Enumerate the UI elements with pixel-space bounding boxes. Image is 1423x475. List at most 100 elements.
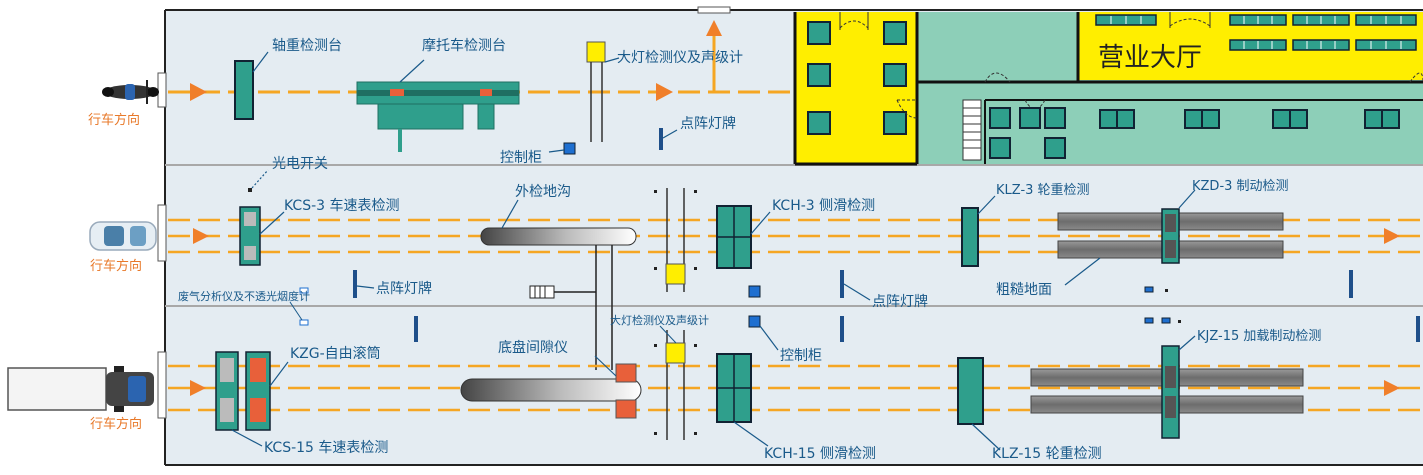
sensor-box [1144, 286, 1154, 293]
rough-ground-label: 粗糙地面 [996, 282, 1052, 298]
leader-line [399, 59, 425, 83]
sensor-box [1144, 317, 1154, 324]
kcs3-speedometer-tester [239, 206, 261, 266]
leader-line [356, 285, 375, 289]
direction-arrow [193, 228, 209, 244]
direction-arrow [1384, 228, 1400, 244]
kzd3-brake-tester [1161, 208, 1180, 264]
leader-line [548, 149, 565, 153]
inspection-pit [460, 378, 642, 402]
kch3-label: KCH-3 侧滑检测 [772, 197, 875, 214]
dot-matrix-sign [1416, 316, 1420, 342]
direction-arrow [1384, 380, 1400, 396]
sensor-box [1161, 317, 1171, 324]
exhaust-analyzer-box [299, 319, 309, 326]
leader-line [759, 325, 779, 351]
leader-line [1178, 189, 1196, 209]
door-lane-2 [157, 204, 167, 262]
dot-matrix-sign [659, 128, 663, 150]
external-inspection-pit [480, 227, 637, 246]
direction-label: 行车方向 [90, 416, 142, 432]
motorcycle-tester-label: 摩托车检测台 [422, 37, 506, 54]
kjz15-loaded-brake-tester [1161, 345, 1180, 439]
klz15-wheel-weight-tester [957, 357, 984, 425]
top-door [697, 6, 731, 14]
dot-matrix-sign [414, 316, 418, 342]
leader-line [259, 211, 285, 235]
kzg-label: KZG-自由滚筒 [290, 345, 381, 362]
building [793, 12, 1423, 166]
dot-matrix-sign [1349, 270, 1353, 298]
kcs3-label: KCS-3 车速表检测 [284, 197, 400, 214]
kch15-sideslip-tester [716, 353, 752, 423]
leader-line [662, 129, 678, 139]
pit-stairs [529, 285, 555, 299]
leader-line [231, 429, 263, 447]
direction-arrow [190, 83, 207, 101]
kch3-sideslip-tester [716, 205, 752, 269]
leader-line [733, 421, 769, 447]
leader-line [977, 195, 996, 215]
leader-line [289, 301, 303, 321]
leader-line [659, 325, 677, 344]
headlight-tester [586, 41, 606, 63]
leader-line [501, 199, 519, 229]
direction-arrow [656, 83, 673, 101]
klz3-label: KLZ-3 轮重检测 [996, 182, 1090, 198]
photoelectric-switch-label: 光电开关 [272, 156, 328, 172]
leader-line [252, 51, 269, 73]
external-pit-label: 外检地沟 [515, 184, 571, 200]
klz3-wheel-weight-tester [961, 207, 979, 267]
control-cabinet [748, 315, 761, 328]
control-cabinet [563, 142, 576, 155]
leader-line [604, 57, 620, 63]
leader-line [251, 169, 269, 189]
dot-matrix-label: 点阵灯牌 [872, 293, 928, 310]
leader-line [269, 361, 289, 387]
leader-line [750, 211, 771, 235]
direction-arrow [706, 20, 722, 36]
direction-label: 行车方向 [90, 258, 142, 274]
control-cabinet-label: 控制柜 [500, 150, 542, 166]
control-cabinet-label: 控制柜 [780, 348, 822, 364]
door-lane-1 [157, 72, 167, 108]
kzd3-label: KZD-3 制动检测 [1192, 179, 1289, 194]
headlight-tester [665, 263, 686, 285]
leader-line [971, 423, 1001, 451]
axle-weight-station [234, 60, 254, 120]
axle-weight-label: 轴重检测台 [272, 38, 342, 54]
direction-label: 行车方向 [88, 112, 140, 128]
dot-matrix-sign [840, 270, 844, 298]
headlight-sound-label: 大灯检测仪及声级计 [610, 313, 709, 327]
motorcycle-icon [102, 80, 159, 104]
truck-icon [7, 366, 154, 412]
kcs15-label: KCS-15 车速表检测 [264, 439, 388, 456]
klz15-label: KLZ-15 轮重检测 [992, 446, 1102, 462]
leader-line [843, 283, 871, 301]
exhaust-analyzer-label: 废气分析仪及不透光烟度计 [178, 289, 310, 303]
headlight-sound-label: 大灯检测仪及声级计 [617, 50, 743, 66]
leader-line [1178, 335, 1196, 351]
kjz15-label: KJZ-15 加载制动检测 [1197, 329, 1321, 344]
door-lane-3 [157, 351, 167, 419]
kch15-label: KCH-15 侧滑检测 [764, 445, 876, 462]
exhaust-analyzer-box [299, 287, 309, 294]
control-cabinet [748, 285, 761, 298]
car-icon [89, 221, 157, 251]
staircase [962, 99, 982, 161]
dot-matrix-sign [840, 316, 844, 342]
leader-line [1064, 257, 1101, 286]
dot-matrix-label: 点阵灯牌 [680, 115, 736, 132]
photoelectric-switch [248, 188, 252, 192]
dot-matrix-sign [353, 270, 357, 298]
direction-arrow [190, 380, 206, 396]
chassis-gap-tester [615, 363, 637, 419]
leader-line [594, 355, 617, 377]
kzg-free-roller [215, 351, 271, 431]
chassis-gap-label: 底盘间隙仪 [498, 339, 568, 356]
business-hall-label: 营业大厅 [1098, 43, 1202, 73]
headlight-tester [665, 342, 686, 364]
dot-matrix-label: 点阵灯牌 [376, 280, 432, 297]
motorcycle-tester [356, 81, 520, 152]
